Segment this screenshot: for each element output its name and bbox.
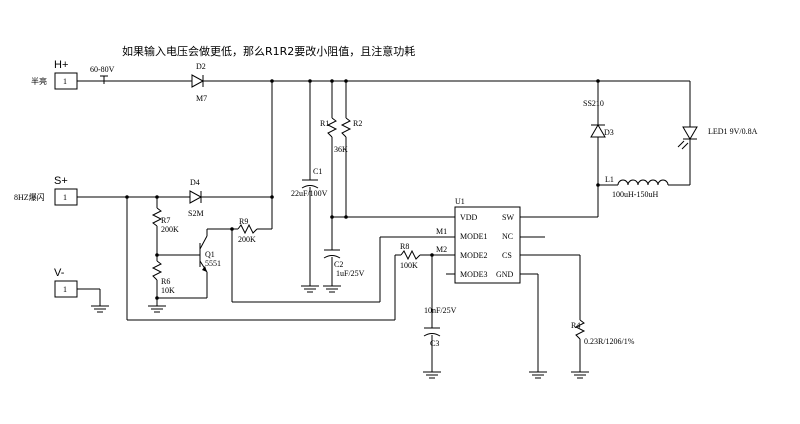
r9-value: 200K [238,235,256,244]
u1-pin-vdd: VDD [460,213,478,222]
l1-value: 100uH-150uH [612,190,658,199]
led-led1 [677,126,698,150]
input-voltage-label: 60-80V [90,65,115,74]
ground-symbol [323,285,341,293]
resistor-r1 [326,117,338,138]
connector-splus-pin: 1 [63,193,67,202]
connector-splus-side-label: 8HZ爆闪 [14,192,45,202]
u1-pin-cs: CS [502,251,512,260]
resistor-r8 [400,249,421,261]
u1-pin-sw: SW [502,213,514,222]
r7-value: 200K [161,225,179,234]
r4-ref: R4 [571,321,580,330]
r6-value: 10K [161,286,175,295]
ground-symbol [571,371,589,379]
q1-ref: Q1 [205,250,215,259]
d4-ref: D4 [190,178,200,187]
c2-ref: C2 [334,260,343,269]
r8-ref: R8 [400,242,409,251]
diode-d4 [189,190,203,204]
connector-hplus: 1 H+ 半亮 [31,59,78,90]
connector-vminus-pin: 1 [63,285,67,294]
d4-part: S2M [188,209,204,218]
connector-splus: 1 S+ 8HZ爆闪 [14,175,78,206]
connector-hplus-label: H+ [54,59,68,71]
c2-value: 1uF/25V [336,269,365,278]
m1-label: M1 [436,227,447,236]
diode-d2 [191,74,205,88]
input-voltage-test-point [100,75,108,84]
l1-ref: L1 [605,175,614,184]
c3-value: 10nF/25V [424,306,457,315]
transistor-q1 [192,235,208,273]
u1-pin-mode1: MODE1 [460,232,488,241]
ground-symbol [91,305,109,313]
connector-hplus-pin: 1 [63,77,67,86]
resistor-r4 [574,319,586,340]
r7-ref: R7 [161,216,170,225]
ground-symbol [301,285,319,293]
q1-part: 5551 [205,259,221,268]
m2-label: M2 [436,245,447,254]
diode-d3 [590,124,606,138]
d3-part: SS210 [583,99,604,108]
r4-value: 0.23R/1206/1% [584,337,635,346]
r2-ref: R2 [353,119,362,128]
ground-symbol [423,371,441,379]
connector-splus-label: S+ [54,175,68,187]
u1-pin-mode2: MODE2 [460,251,488,260]
resistor-r7 [151,207,163,227]
u1-ref: U1 [455,197,465,206]
r6-ref: R6 [161,277,170,286]
resistor-r6 [151,260,163,281]
c1-ref: C1 [313,167,322,176]
ic-u1: U1 VDD MODE1 MODE2 MODE3 SW NC CS GND [454,197,521,284]
r9-ref: R9 [239,217,248,226]
c1-value: 22uF/100V [291,189,328,198]
capacitor-c2 [323,249,341,259]
capacitor-c3 [423,327,441,337]
connector-vminus-label: V- [54,267,65,279]
ground-symbol [148,305,166,313]
r1-ref: R1 [320,119,329,128]
ground-symbol [529,371,547,379]
design-note: 如果输入电压会做更低，那么R1R2要改小阻值，且注意功耗 [122,44,415,58]
r2-value: 36K [334,145,348,154]
c3-ref: C3 [430,339,439,348]
d3-ref: D3 [604,128,614,137]
r8-value: 100K [400,261,418,270]
resistor-r9 [237,223,258,235]
connector-vminus: 1 V- [54,267,78,298]
connector-hplus-side-label: 半亮 [31,76,47,86]
d2-part: M7 [196,94,207,103]
u1-pin-nc: NC [502,232,513,241]
led1-label: LED1 9V/0.8A [708,127,758,136]
capacitor-c1 [301,179,319,189]
u1-pin-mode3: MODE3 [460,270,488,279]
inductor-l1 [617,179,669,186]
u1-pin-gnd: GND [496,270,514,279]
resistor-r2 [340,117,352,138]
d2-ref: D2 [196,62,206,71]
